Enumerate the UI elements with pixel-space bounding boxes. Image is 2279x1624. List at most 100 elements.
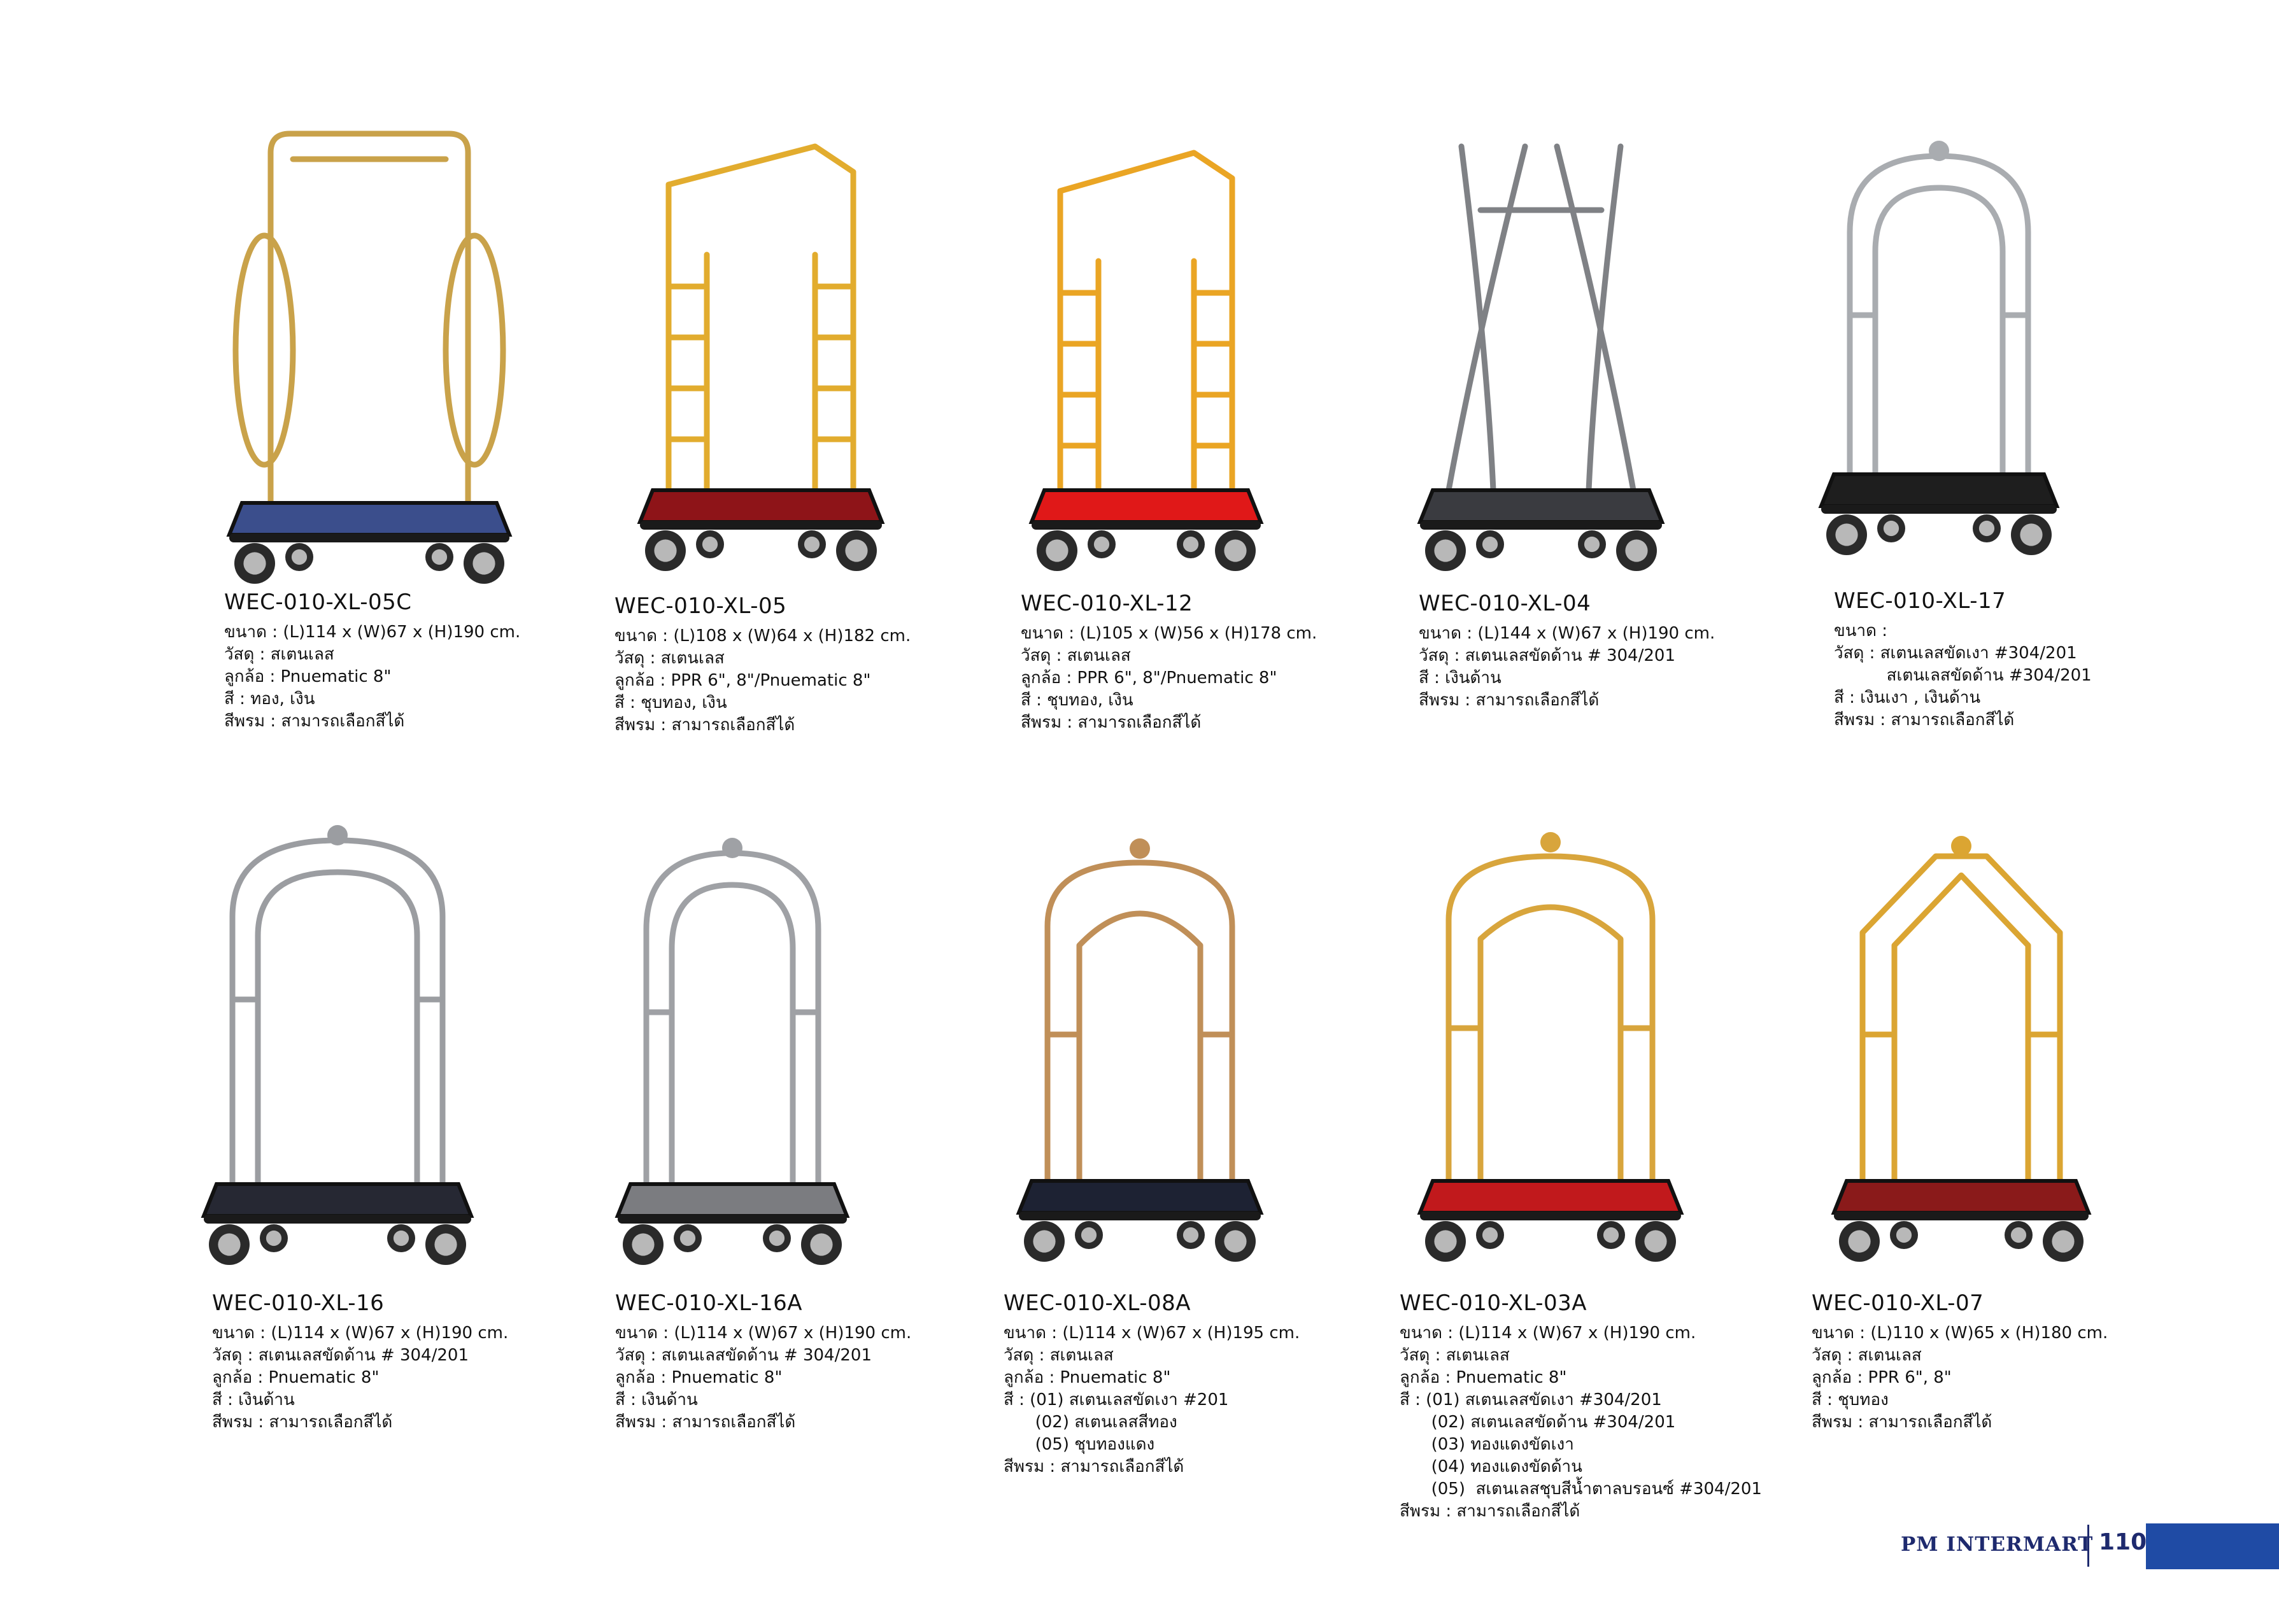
spec-list: ขนาด : วัสดุ : สเตนเลสขัดเงา #304/201 สเต… [1834, 620, 2092, 731]
spec-line: ขนาด : (L)144 x (W)67 x (H)190 cm. [1419, 624, 1715, 643]
product-card [605, 834, 860, 1267]
spec-line: สีพรม : สามารถเลือกสีได้ [1419, 691, 1600, 710]
spec-list: ขนาด : (L)105 x (W)56 x (H)178 cm. วัสดุ … [1021, 623, 1317, 734]
spec-line: ลูกล้อ : Pnuematic 8" [212, 1368, 380, 1387]
spec-line: สี : เงินด้าน [212, 1390, 295, 1409]
spec-line: วัสดุ : สเตนเลส [614, 649, 725, 668]
product-card [1821, 824, 2101, 1264]
luggage-cart-image [1417, 143, 1665, 571]
spec-line: ขนาด : (L)114 x (W)67 x (H)190 cm. [224, 623, 521, 642]
spec-line: วัสดุ : สเตนเลส [1021, 646, 1131, 665]
spec-line: สีพรม : สามารถเลือกสีได้ [1400, 1502, 1580, 1521]
luggage-cart-image [1417, 832, 1684, 1262]
product-card [1006, 824, 1274, 1264]
product-card [1019, 134, 1274, 573]
model-code: WEC-010-XL-03A [1400, 1290, 1587, 1316]
product-card [217, 115, 522, 586]
product-info: WEC-010-XL-07 ขนาด : (L)110 x (W)65 x (H… [1812, 1290, 2108, 1434]
product-info: WEC-010-XL-16 ขนาด : (L)114 x (W)67 x (H… [212, 1290, 508, 1434]
spec-list: ขนาด : (L)144 x (W)67 x (H)190 cm. วัสดุ … [1419, 623, 1715, 712]
model-code: WEC-010-XL-16 [212, 1290, 385, 1316]
product-info: WEC-010-XL-04 ขนาด : (L)144 x (W)67 x (H… [1419, 591, 1715, 712]
spec-line: (05) สเตนเลสชุบสีน้ำตาลบรอนซ์ #304/201 [1400, 1479, 1762, 1499]
spec-line: วัสดุ : สเตนเลส [1400, 1346, 1510, 1365]
spec-line: ลูกล้อ : PPR 6", 8"/Pnuematic 8" [1021, 668, 1277, 688]
spec-line: สี : ชุบทอง, เงิน [1021, 691, 1133, 710]
spec-line: ขนาด : (L)114 x (W)67 x (H)195 cm. [1004, 1324, 1300, 1343]
spec-line: ลูกล้อ : Pnuematic 8" [224, 667, 392, 686]
spec-line: วัสดุ : สเตนเลส [1812, 1346, 1922, 1365]
spec-line: ลูกล้อ : Pnuematic 8" [1004, 1368, 1171, 1387]
spec-list: ขนาด : (L)114 x (W)67 x (H)190 cm. วัสดุ … [615, 1322, 911, 1434]
spec-line: ลูกล้อ : PPR 6", 8" [1812, 1368, 1952, 1387]
product-info: WEC-010-XL-17 ขนาด : วัสดุ : สเตนเลสขัดเง… [1834, 588, 2092, 731]
model-code: WEC-010-XL-05 [614, 593, 787, 619]
spec-list: ขนาด : (L)114 x (W)67 x (H)190 cm. วัสดุ … [1400, 1322, 1762, 1523]
spec-list: ขนาด : (L)114 x (W)67 x (H)190 cm. วัสดุ … [212, 1322, 508, 1434]
luggage-cart-image [637, 143, 885, 571]
product-card [627, 127, 895, 573]
spec-list: ขนาด : (L)108 x (W)64 x (H)182 cm. วัสดุ … [614, 625, 911, 737]
spec-line: (04) ทองแดงขัดด้าน [1400, 1457, 1582, 1476]
spec-line: ขนาด : (L)114 x (W)67 x (H)190 cm. [615, 1324, 912, 1343]
page-number: 110 [2099, 1529, 2147, 1555]
spec-line: สีพรม : สามารถเลือกสีได้ [1812, 1413, 1992, 1432]
spec-line: (02) สเตนเลสสีทอง [1004, 1413, 1177, 1432]
spec-line: สีพรม : สามารถเลือกสีได้ [224, 712, 405, 731]
spec-line: สี : (01) สเตนเลสขัดเงา #304/201 [1400, 1390, 1662, 1409]
spec-line: วัสดุ : สเตนเลสขัดเงา #304/201 [1834, 644, 2077, 663]
spec-line: สี : เงินด้าน [1419, 668, 1502, 688]
spec-line: วัสดุ : สเตนเลสขัดด้าน # 304/201 [1419, 646, 1675, 665]
spec-line: (02) สเตนเลสขัดด้าน #304/201 [1400, 1413, 1676, 1432]
spec-line: สีพรม : สามารถเลือกสีได้ [1004, 1457, 1184, 1476]
spec-line: ขนาด : [1834, 621, 1888, 640]
product-info: WEC-010-XL-05 ขนาด : (L)108 x (W)64 x (H… [614, 593, 911, 737]
spec-line: ขนาด : (L)108 x (W)64 x (H)182 cm. [614, 626, 911, 646]
spec-line: ลูกล้อ : Pnuematic 8" [615, 1368, 783, 1387]
spec-list: ขนาด : (L)110 x (W)65 x (H)180 cm. วัสดุ … [1812, 1322, 2108, 1434]
model-code: WEC-010-XL-08A [1004, 1290, 1191, 1316]
footer-divider [2087, 1525, 2089, 1567]
product-info: WEC-010-XL-08A ขนาด : (L)114 x (W)67 x (… [1004, 1290, 1300, 1478]
spec-line: สี : (01) สเตนเลสขัดเงา #201 [1004, 1390, 1229, 1409]
spec-list: ขนาด : (L)114 x (W)67 x (H)190 cm. วัสดุ … [224, 621, 520, 733]
product-card [1407, 818, 1694, 1264]
spec-line: ลูกล้อ : PPR 6", 8"/Pnuematic 8" [614, 671, 871, 690]
spec-line: สเตนเลสขัดด้าน #304/201 [1834, 666, 2092, 685]
spec-line: ขนาด : (L)110 x (W)65 x (H)180 cm. [1812, 1324, 2108, 1343]
spec-line: ขนาด : (L)114 x (W)67 x (H)190 cm. [212, 1324, 509, 1343]
spec-line: วัสดุ : สเตนเลสขัดด้าน # 304/201 [615, 1346, 872, 1365]
spec-list: ขนาด : (L)114 x (W)67 x (H)195 cm. วัสดุ … [1004, 1322, 1300, 1478]
spec-line: (03) ทองแดงขัดเงา [1400, 1435, 1574, 1454]
luggage-cart-image [1016, 838, 1264, 1262]
spec-line: วัสดุ : สเตนเลสขัดด้าน # 304/201 [212, 1346, 469, 1365]
spec-line: สีพรม : สามารถเลือกสีได้ [1021, 713, 1202, 732]
product-info: WEC-010-XL-12 ขนาด : (L)105 x (W)56 x (H… [1021, 591, 1317, 734]
spec-line: สีพรม : สามารถเลือกสีได้ [212, 1413, 393, 1432]
luggage-cart-image [1818, 141, 2060, 555]
spec-line: ขนาด : (L)105 x (W)56 x (H)178 cm. [1021, 624, 1317, 643]
spec-line: สีพรม : สามารถเลือกสีได้ [614, 716, 795, 735]
spec-line: วัสดุ : สเตนเลส [1004, 1346, 1114, 1365]
model-code: WEC-010-XL-07 [1812, 1290, 1984, 1316]
spec-line: (05) ชุบทองแดง [1004, 1435, 1155, 1454]
product-card [1407, 127, 1675, 573]
spec-line: สีพรม : สามารถเลือกสีได้ [1834, 710, 2015, 730]
model-code: WEC-010-XL-05C [224, 590, 412, 615]
model-code: WEC-010-XL-04 [1419, 591, 1591, 616]
spec-line: ลูกล้อ : Pnuematic 8" [1400, 1368, 1567, 1387]
model-code: WEC-010-XL-17 [1834, 588, 2006, 614]
product-card [191, 821, 484, 1267]
spec-line: สี : เงินด้าน [615, 1390, 698, 1409]
spec-line: สี : ทอง, เงิน [224, 689, 315, 709]
luggage-cart-image [226, 131, 513, 584]
luggage-cart-image [201, 825, 474, 1265]
product-info: WEC-010-XL-05C ขนาด : (L)114 x (W)67 x (… [224, 590, 520, 733]
product-info: WEC-010-XL-16A ขนาด : (L)114 x (W)67 x (… [615, 1290, 911, 1434]
luggage-cart-image [614, 838, 850, 1265]
spec-line: ขนาด : (L)114 x (W)67 x (H)190 cm. [1400, 1324, 1696, 1343]
spec-line: สี : เงินเงา , เงินด้าน [1834, 688, 1981, 707]
luggage-cart-image [1831, 836, 2092, 1262]
product-info: WEC-010-XL-03A ขนาด : (L)114 x (W)67 x (… [1400, 1290, 1762, 1523]
spec-line: วัสดุ : สเตนเลส [224, 645, 334, 664]
